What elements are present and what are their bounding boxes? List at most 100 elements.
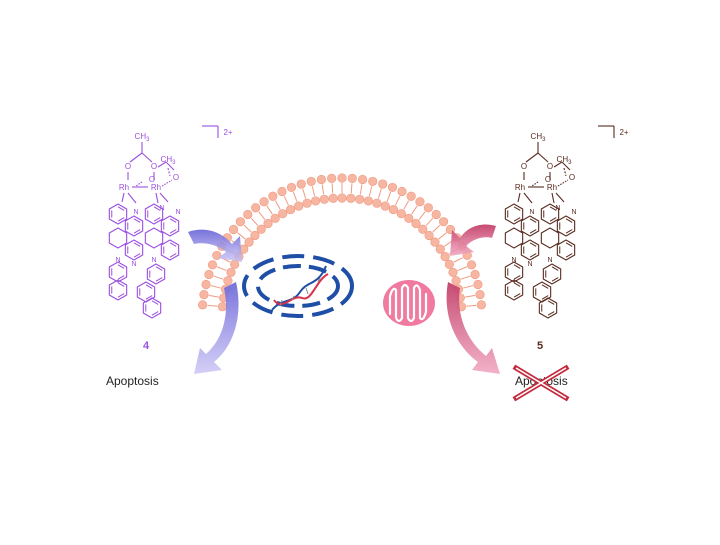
aromatic-ring — [504, 261, 524, 283]
double-bond — [133, 218, 141, 223]
aromatic-ring — [542, 263, 562, 285]
lipid-tail — [210, 285, 221, 289]
bond — [563, 167, 567, 177]
atom-label: O — [173, 173, 179, 182]
lipid-tail — [460, 275, 471, 280]
double-bond — [529, 253, 537, 258]
dna-helix-icon — [271, 265, 329, 311]
right-apoptosis-arrow — [446, 282, 500, 374]
lipid-tail — [463, 285, 474, 289]
double-bond — [153, 206, 161, 211]
atom-label: N — [133, 209, 138, 216]
lipid-head-inner — [311, 196, 321, 206]
lipid-tail — [350, 183, 353, 194]
atom-label: O — [547, 162, 553, 171]
lipid-tail — [216, 266, 227, 271]
lipid-tail — [302, 188, 307, 199]
lipid-head-outer — [347, 173, 357, 183]
bond — [555, 192, 565, 203]
atom-label: N — [175, 209, 180, 216]
bond — [161, 179, 173, 187]
lipid-head-outer — [201, 279, 211, 290]
lipid-head-outer — [212, 250, 222, 261]
double-bond — [549, 206, 557, 211]
lipid-head-inner — [285, 204, 296, 215]
double-bond — [541, 284, 549, 289]
double-bond — [155, 266, 163, 271]
lipid-head-outer — [431, 209, 441, 220]
lipid-head-outer — [368, 176, 378, 187]
aromatic-ring — [504, 203, 524, 225]
lipid-tail — [274, 200, 281, 210]
right-entry-arrow — [450, 224, 496, 256]
bond — [121, 192, 125, 203]
lipid-head-outer — [466, 260, 477, 270]
atom-label: N — [159, 205, 164, 212]
lipid-head-outer — [337, 173, 347, 183]
left-apoptosis-arrow — [194, 282, 239, 374]
aromatic-ring — [124, 239, 144, 261]
double-bond — [547, 300, 555, 305]
lipid-head-outer — [476, 300, 486, 310]
lipid-head-inner — [418, 224, 428, 234]
atom-label: N — [131, 261, 136, 268]
double-bond — [529, 229, 537, 234]
double-bond — [117, 293, 125, 298]
double-bond — [549, 217, 557, 222]
lipid-head-inner — [346, 193, 356, 203]
aromatic-ring — [142, 297, 162, 319]
aromatic-ring — [556, 215, 576, 237]
lipid-head-inner — [217, 302, 228, 312]
atom-label: O — [569, 173, 575, 182]
lipid-head-outer — [198, 300, 208, 310]
atom-label: O — [149, 175, 155, 184]
double-bond — [169, 218, 177, 223]
blocked-cross-icon — [512, 364, 570, 402]
lipid-tail — [250, 217, 259, 226]
double-bond — [529, 242, 537, 247]
lipid-tail — [266, 205, 273, 215]
lipid-head-inner — [270, 213, 280, 223]
double-bond — [155, 277, 163, 282]
double-bond — [541, 295, 549, 300]
lipid-tail — [258, 211, 266, 220]
double-bond — [551, 277, 559, 282]
lipid-head-outer — [204, 269, 214, 280]
atom-label: Rh — [119, 183, 129, 192]
lipid-head-inner — [294, 201, 304, 211]
aromatic-ring — [556, 239, 576, 261]
lipid-head-inner — [451, 276, 461, 286]
lipid-head-inner — [256, 224, 266, 234]
lipid-head-outer — [296, 179, 306, 189]
lipid-head-inner — [230, 259, 240, 269]
atom-label: N — [571, 209, 576, 216]
lipid-head-inner — [302, 198, 312, 208]
lipid-tail — [395, 195, 401, 206]
double-bond — [133, 242, 141, 247]
lipid-head-inner — [372, 198, 382, 208]
lipid-tail — [283, 195, 289, 206]
lipid-head-outer — [228, 224, 239, 235]
lipid-head-outer — [316, 174, 327, 185]
atom-label: N — [115, 257, 120, 264]
bond — [551, 192, 555, 204]
aromatic-ring — [108, 203, 128, 225]
lipid-head-inner — [380, 201, 390, 211]
lipid-head-inner — [250, 230, 260, 241]
lipid-head-inner — [444, 259, 454, 269]
atom-label: N — [151, 257, 156, 264]
lipid-head-inner — [424, 230, 434, 241]
aromatic-ring — [144, 227, 164, 249]
aromatic-ring — [504, 227, 524, 249]
lipid-head-outer — [415, 197, 425, 207]
lipid-head-inner — [328, 193, 338, 203]
bond — [155, 192, 159, 204]
bond — [557, 179, 569, 187]
atom-label: CH3 — [161, 155, 177, 166]
mitochondrion-icon — [383, 280, 435, 326]
atom-label: N — [555, 205, 560, 212]
lipid-tail — [418, 211, 426, 220]
atom-label: Rh — [151, 183, 161, 192]
lipid-tail — [465, 294, 476, 298]
